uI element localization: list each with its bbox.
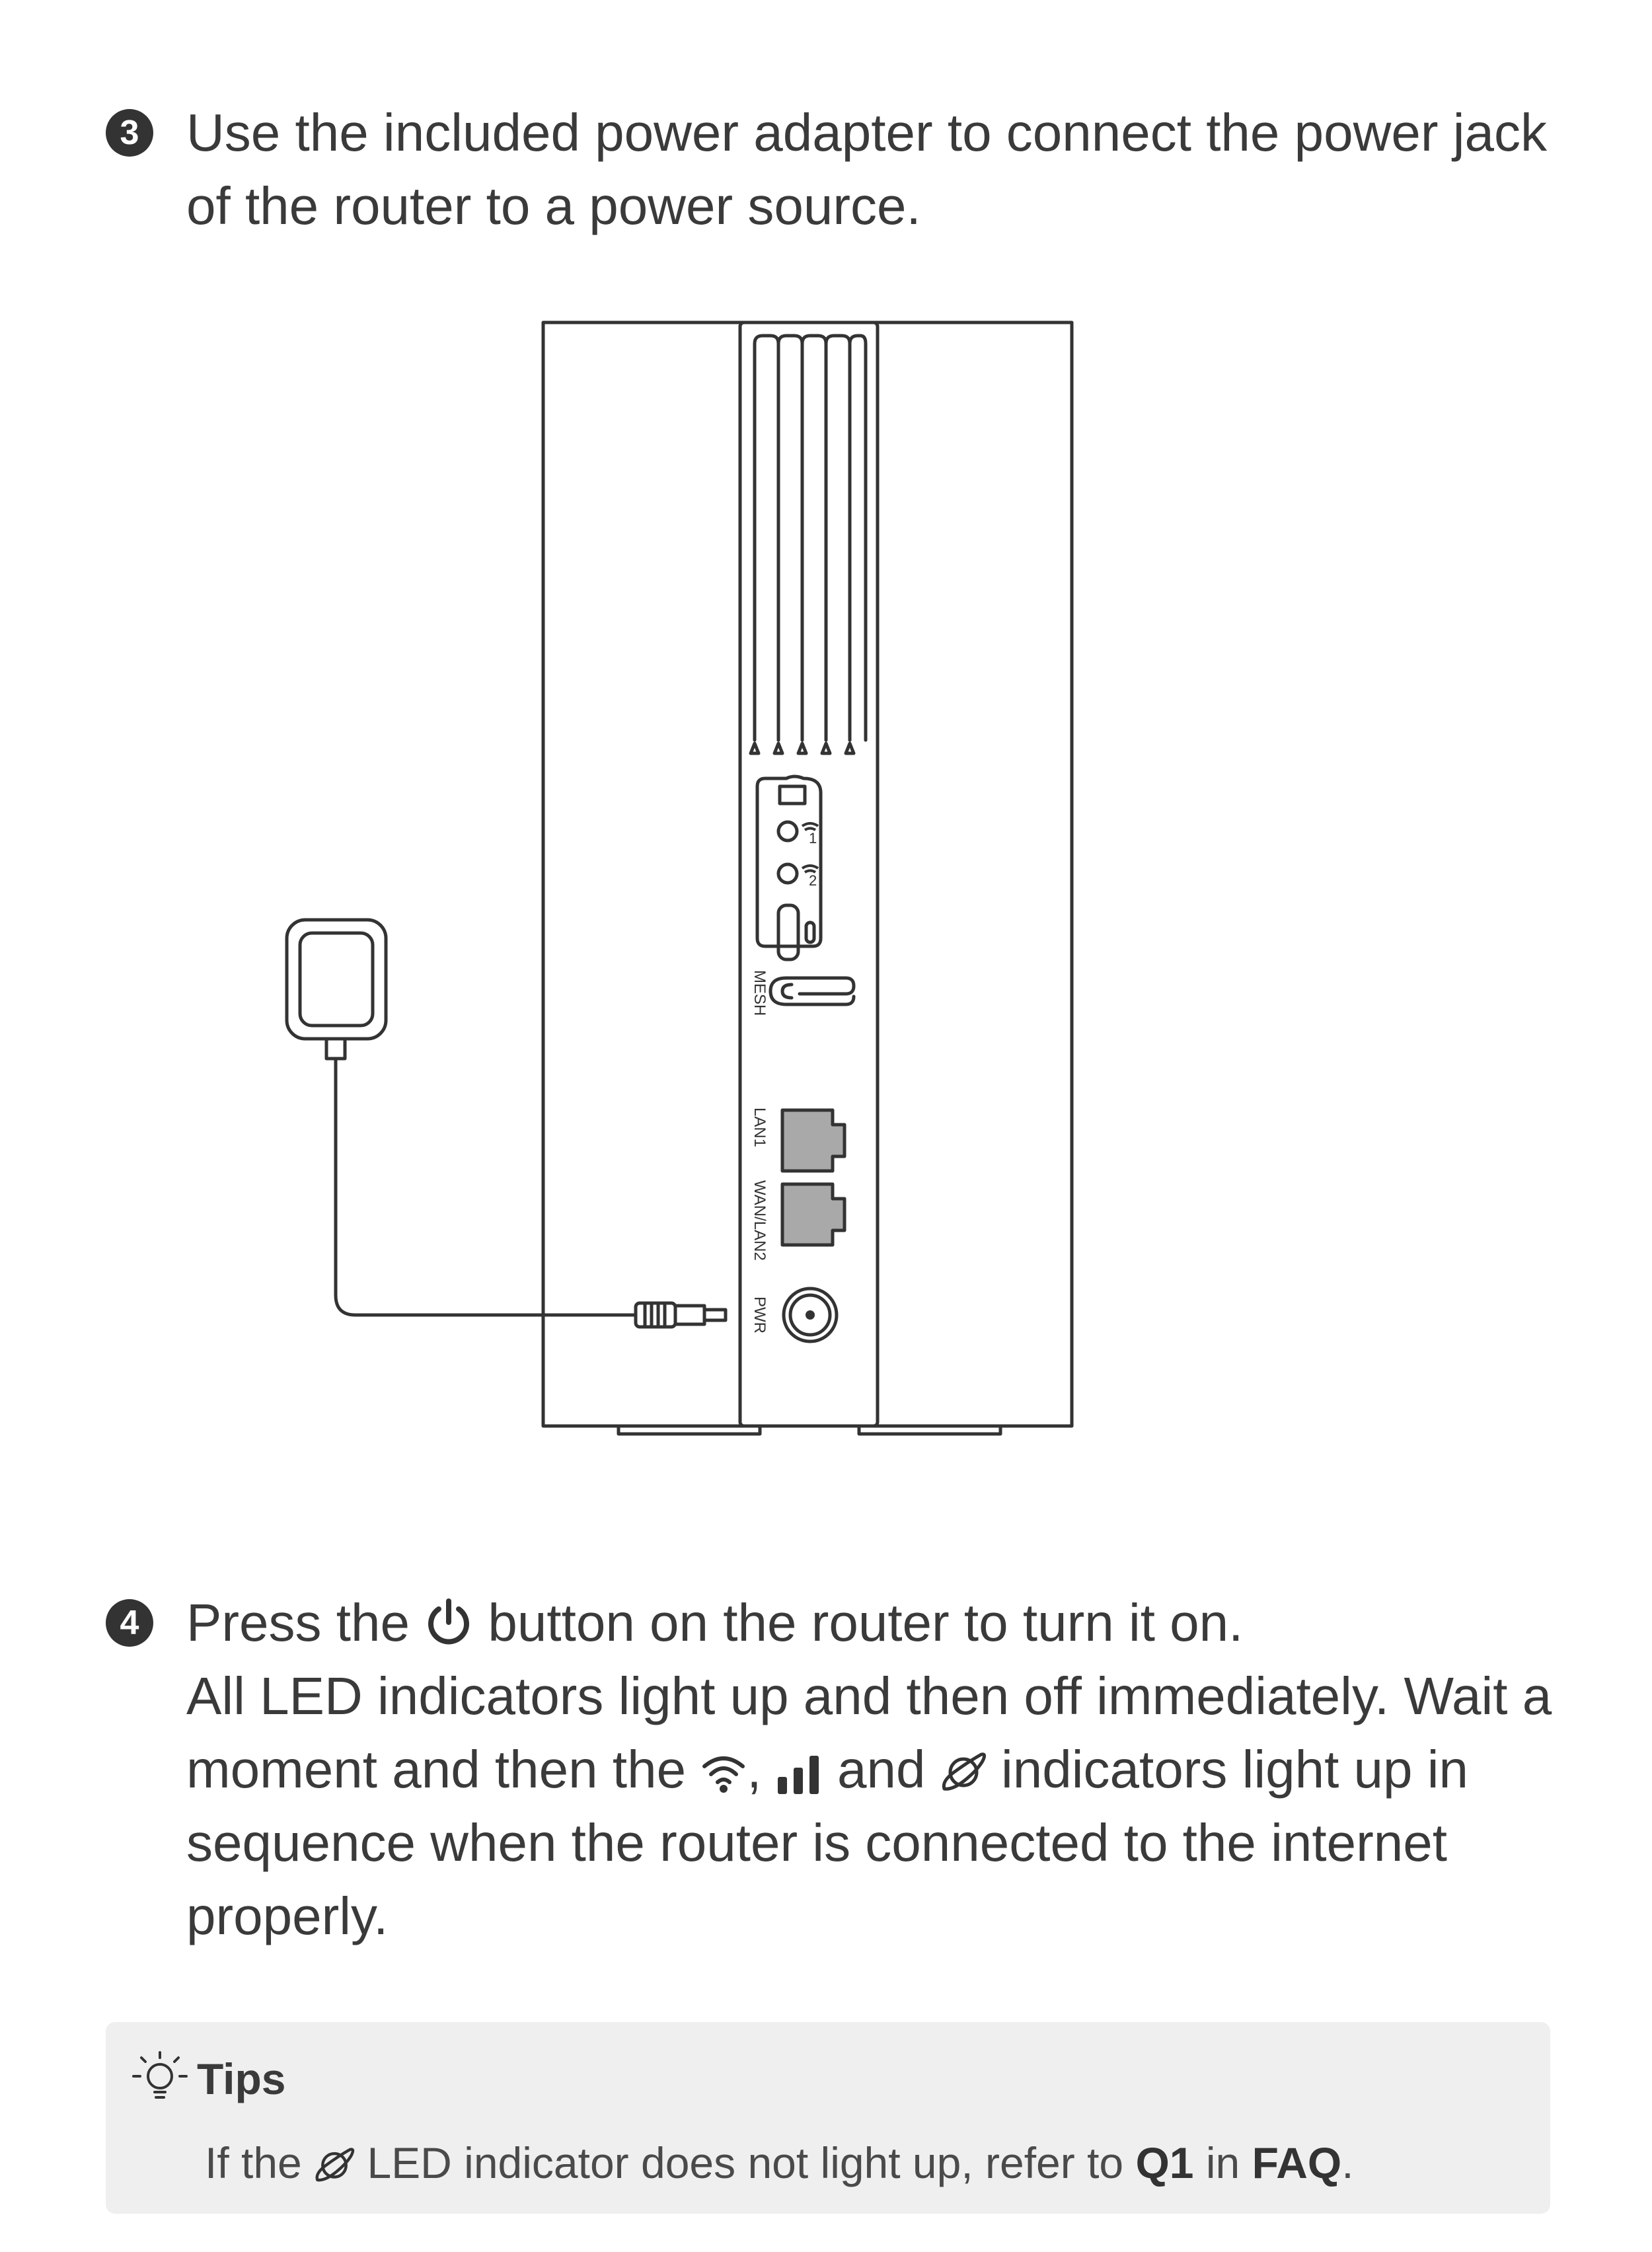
mesh-button bbox=[769, 976, 856, 1006]
vent-slots bbox=[749, 334, 868, 755]
ethernet-ports bbox=[780, 1108, 846, 1247]
step-4-line1-end: button on the router to turn it on. bbox=[488, 1593, 1244, 1652]
step-3: 3 Use the included power adapter to conn… bbox=[106, 96, 1573, 243]
step-4-line1-start: Press the bbox=[186, 1593, 410, 1652]
tips-box: Tips If the LED indicator does not light… bbox=[106, 2022, 1550, 2214]
step-number-badge: 4 bbox=[106, 1599, 153, 1647]
wifi-icon bbox=[702, 1756, 745, 1793]
led-2-label: 2 bbox=[809, 872, 817, 889]
step-4: 4 Press the button on the router to turn… bbox=[106, 1586, 1573, 1953]
step-4-line5: properly. bbox=[186, 1887, 389, 1945]
internet-planet-icon bbox=[315, 2148, 355, 2182]
mesh-label: MESH bbox=[751, 970, 769, 1016]
power-jack bbox=[782, 1287, 839, 1343]
step-4-line3-comma: , bbox=[747, 1740, 762, 1799]
led-panel bbox=[755, 774, 823, 961]
internet-planet-icon bbox=[942, 1752, 986, 1791]
step-4-text: Press the button on the router to turn i… bbox=[186, 1586, 1573, 1953]
step-4-line3-end: indicators light up in bbox=[1000, 1740, 1469, 1799]
tips-q1: Q1 bbox=[1135, 2138, 1194, 2187]
step-4-line3-and: and bbox=[837, 1740, 926, 1799]
tips-text-middle: LED indicator does not light up, refer t… bbox=[367, 2138, 1124, 2187]
tips-period: . bbox=[1341, 2138, 1354, 2187]
dc-plug-illustration bbox=[634, 1301, 728, 1329]
tips-in: in bbox=[1205, 2138, 1240, 2187]
tips-text-start: If the bbox=[205, 2138, 302, 2187]
signal-bars-icon bbox=[777, 1756, 819, 1794]
power-icon bbox=[428, 1598, 470, 1645]
tips-text: If the LED indicator does not light up, … bbox=[205, 2133, 1354, 2193]
lightbulb-icon bbox=[132, 2051, 188, 2099]
led-1-label: 1 bbox=[809, 830, 817, 846]
step-4-line2: All LED indicators light up and then off… bbox=[186, 1667, 1552, 1725]
step-number-badge: 3 bbox=[106, 109, 153, 157]
step-4-line3-a: moment and then the bbox=[186, 1740, 687, 1799]
router-body bbox=[541, 320, 1074, 1436]
power-adapter-illustration bbox=[285, 918, 636, 1317]
router-connection-diagram: 1 2 MESH LAN1 WAN/LAN2 PWR bbox=[285, 320, 1074, 1436]
wan-lan2-label: WAN/LAN2 bbox=[751, 1180, 769, 1261]
tips-title: Tips bbox=[197, 2054, 286, 2103]
tips-header: Tips bbox=[130, 2048, 285, 2109]
lan1-label: LAN1 bbox=[751, 1107, 769, 1147]
tips-faq: FAQ bbox=[1252, 2138, 1342, 2187]
step-3-text: Use the included power adapter to connec… bbox=[186, 103, 1548, 235]
step-4-line4: sequence when the router is connected to… bbox=[186, 1813, 1447, 1872]
pwr-label: PWR bbox=[751, 1296, 769, 1333]
